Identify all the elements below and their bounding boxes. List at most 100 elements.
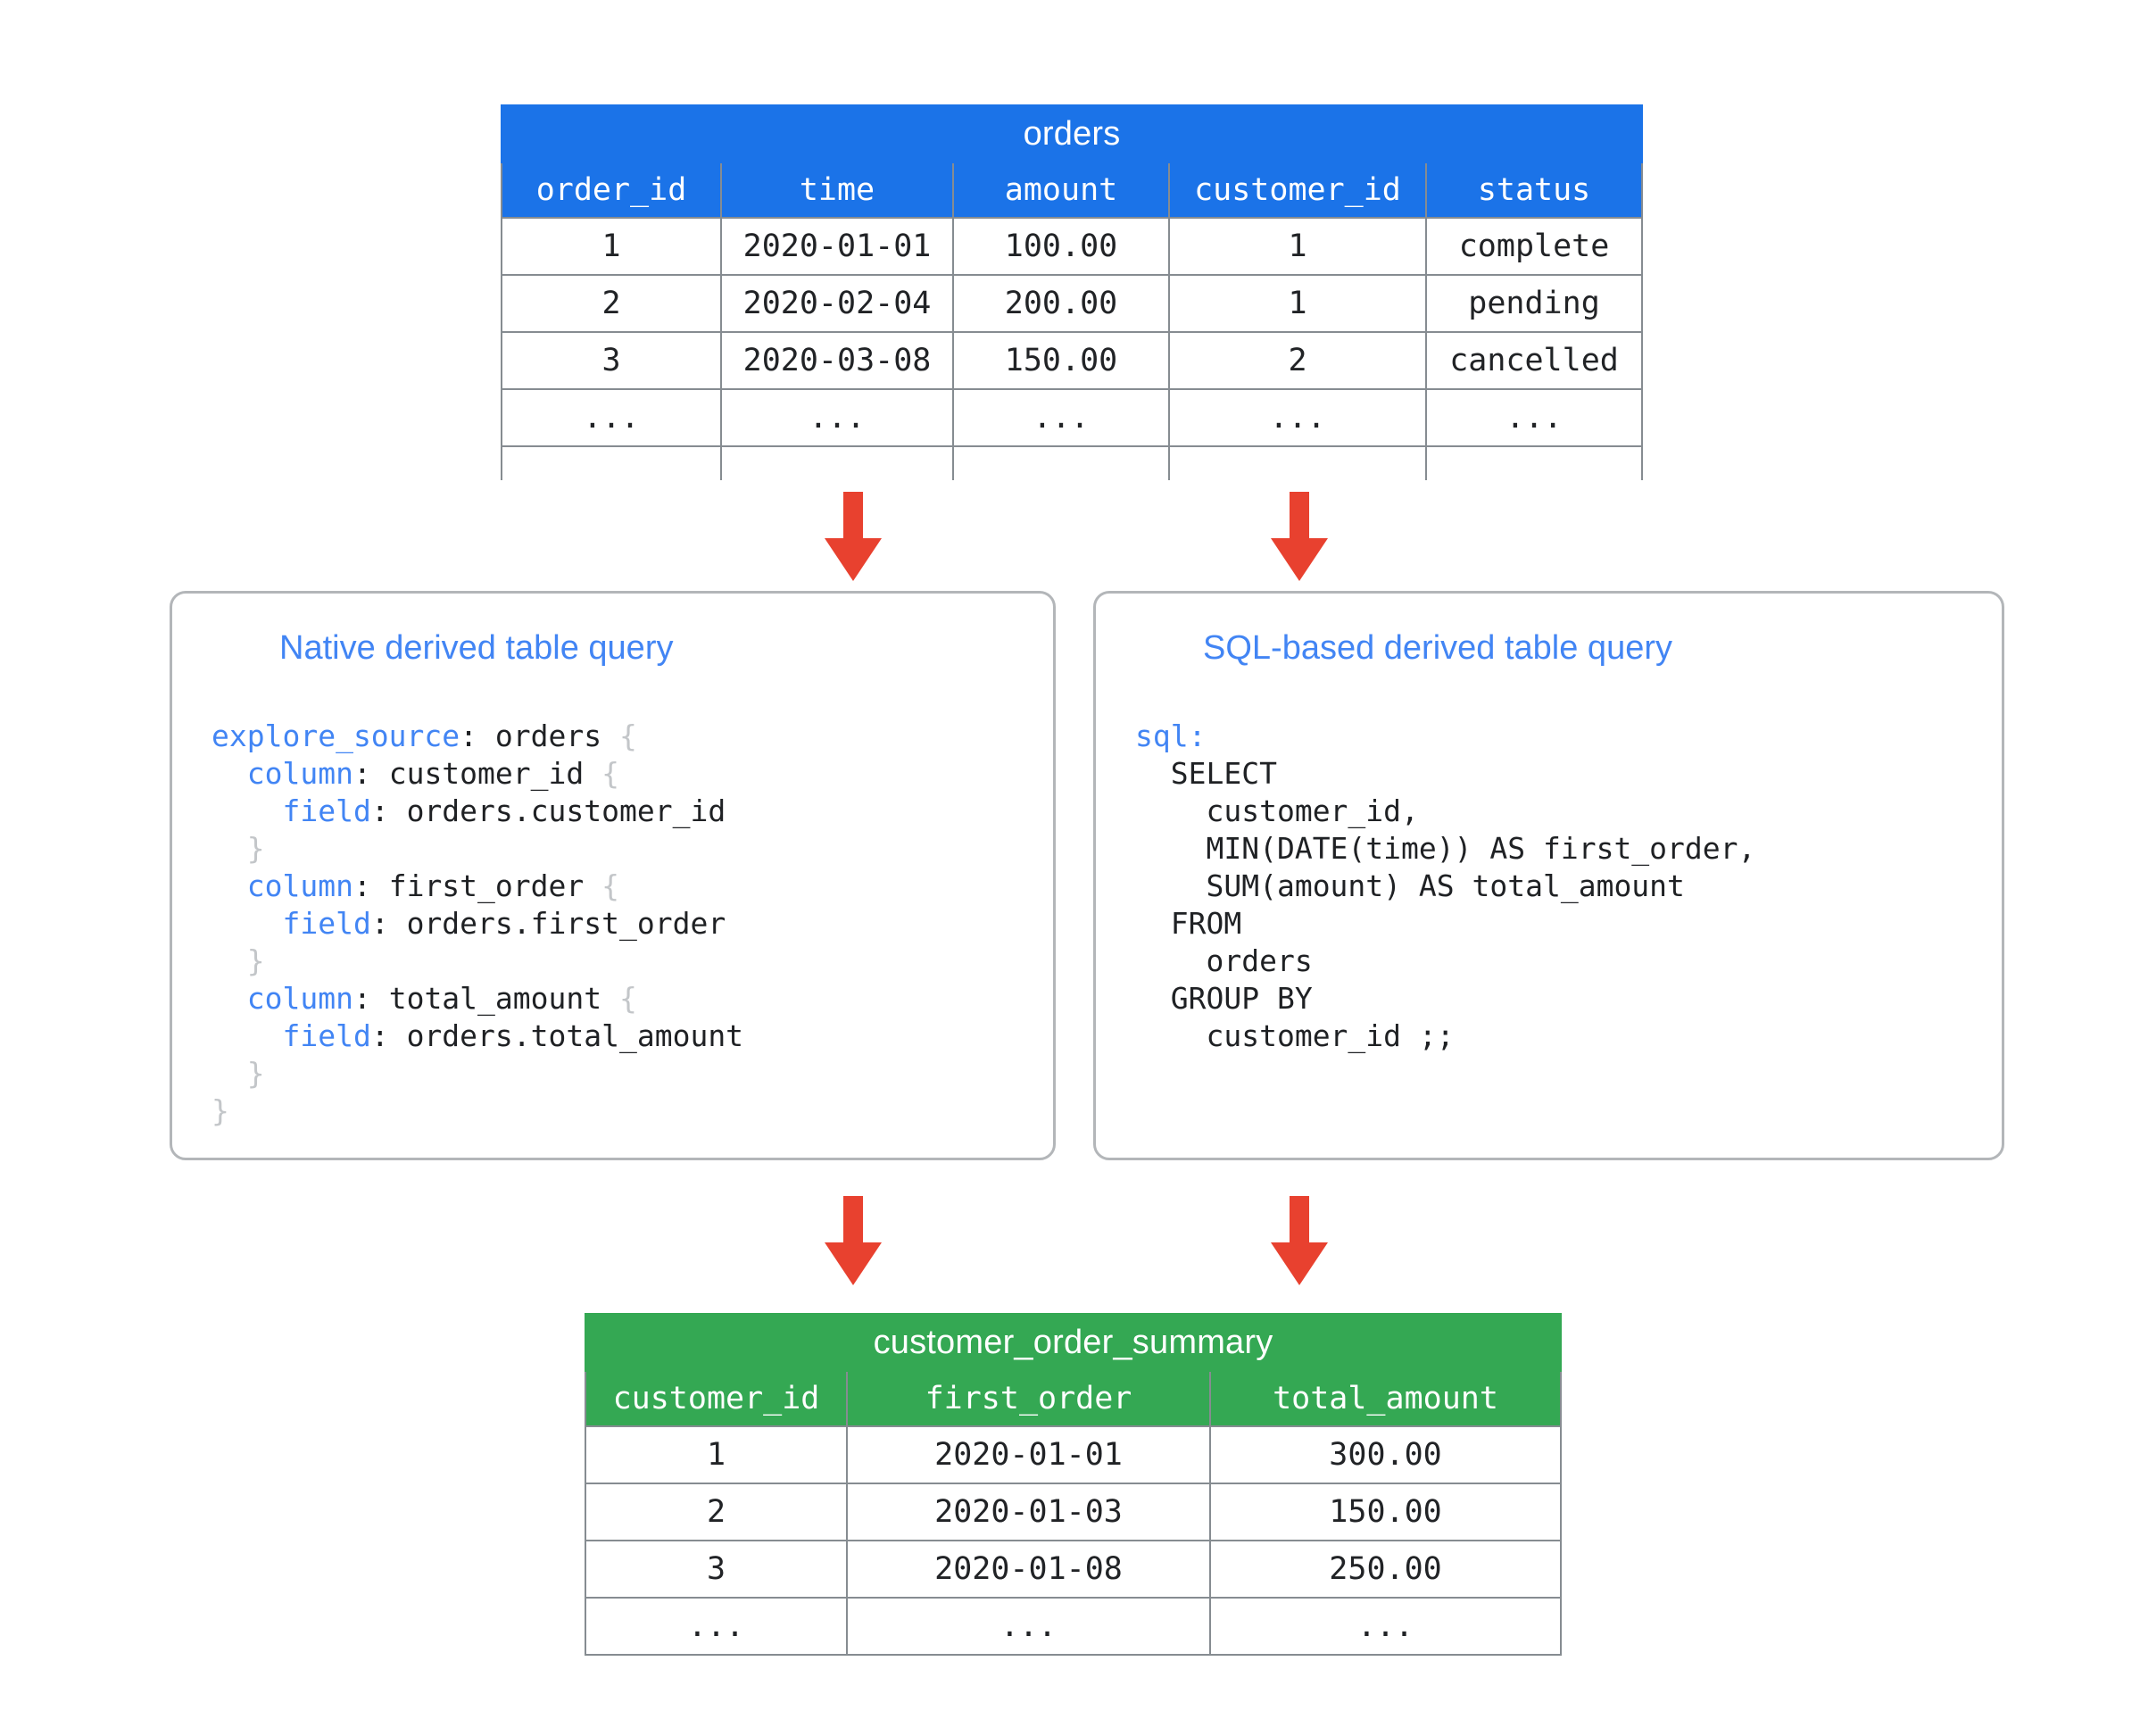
code-text: SELECT bbox=[1170, 756, 1277, 791]
code-brace: } bbox=[246, 943, 265, 978]
column-header-order_id: order_id bbox=[501, 162, 722, 219]
code-keyword: explore_source bbox=[212, 718, 460, 753]
code-line: } bbox=[212, 1093, 229, 1128]
arrow-shaft bbox=[843, 492, 863, 538]
table-cell: cancelled bbox=[1424, 331, 1644, 390]
table-cell: 1 bbox=[1168, 217, 1427, 276]
code-text: : orders.total_amount bbox=[370, 1018, 744, 1053]
table-cell: 1 bbox=[585, 1425, 848, 1484]
table-cell: 150.00 bbox=[952, 331, 1170, 390]
code-text: GROUP BY bbox=[1170, 981, 1313, 1016]
code-text: customer_id ;; bbox=[1206, 1018, 1455, 1053]
code-line: orders bbox=[1135, 943, 1312, 978]
table-cell: 1 bbox=[501, 217, 722, 276]
table-cell: 2020-01-01 bbox=[720, 217, 954, 276]
code-keyword: column bbox=[246, 868, 353, 903]
code-text: MIN(DATE(time)) AS first_order, bbox=[1206, 831, 1756, 866]
code-brace: } bbox=[246, 1056, 265, 1091]
code-text: : orders bbox=[460, 718, 619, 753]
arrow-head bbox=[825, 1242, 882, 1285]
table-cell bbox=[720, 445, 954, 480]
table-cell: 2020-01-01 bbox=[846, 1425, 1211, 1484]
arrow-native-to-summary bbox=[825, 1196, 882, 1285]
code-text: SUM(amount) AS total_amount bbox=[1206, 868, 1685, 903]
column-header-total_amount: total_amount bbox=[1208, 1370, 1563, 1427]
table-cell: complete bbox=[1424, 217, 1644, 276]
table-cell: 2020-01-03 bbox=[846, 1483, 1211, 1541]
summary-title: customer_order_summary bbox=[584, 1313, 1563, 1372]
table-cell bbox=[952, 445, 1170, 480]
code-brace: { bbox=[618, 718, 637, 753]
code-line: SUM(amount) AS total_amount bbox=[1135, 868, 1685, 903]
table-cell: 2020-01-08 bbox=[846, 1540, 1211, 1599]
orders-title: orders bbox=[500, 104, 1644, 163]
table-cell: 250.00 bbox=[1208, 1540, 1563, 1599]
column-header-customer_id: customer_id bbox=[1168, 162, 1427, 219]
arrow-orders-to-sql bbox=[1271, 492, 1328, 581]
table-cell: ... bbox=[846, 1597, 1211, 1656]
code-line: field: orders.customer_id bbox=[212, 793, 726, 828]
table-cell: 300.00 bbox=[1208, 1425, 1563, 1484]
code-line: customer_id, bbox=[1135, 793, 1418, 828]
sql-derived-table-card: SQL-based derived table query sql: SELEC… bbox=[1093, 591, 2004, 1160]
sql-code-block: sql: SELECT customer_id, MIN(DATE(time))… bbox=[1135, 718, 1962, 1055]
code-keyword: column bbox=[246, 756, 353, 791]
code-keyword: column bbox=[246, 981, 353, 1016]
table-cell: 100.00 bbox=[952, 217, 1170, 276]
code-text: : total_amount bbox=[353, 981, 619, 1016]
table-cell bbox=[501, 445, 722, 480]
column-header-customer_id: customer_id bbox=[585, 1370, 848, 1427]
table-cell: 150.00 bbox=[1208, 1483, 1563, 1541]
table-cell: ... bbox=[1424, 388, 1644, 447]
table-cell: 3 bbox=[501, 331, 722, 390]
table-cell: 2020-02-04 bbox=[720, 274, 954, 333]
code-line: } bbox=[212, 943, 265, 978]
code-line: field: orders.total_amount bbox=[212, 1018, 743, 1053]
code-line: explore_source: orders { bbox=[212, 718, 637, 753]
table-cell: ... bbox=[720, 388, 954, 447]
arrow-shaft bbox=[1290, 492, 1309, 538]
arrow-head bbox=[1271, 1242, 1328, 1285]
code-brace: } bbox=[212, 1093, 229, 1128]
table-cell: 2 bbox=[1168, 331, 1427, 390]
table-cell: 2 bbox=[585, 1483, 848, 1541]
code-text: : orders.customer_id bbox=[370, 793, 726, 828]
orders-title-row: orders bbox=[500, 104, 1644, 163]
code-line: } bbox=[212, 1056, 265, 1091]
table-cell: ... bbox=[1168, 388, 1427, 447]
arrow-head bbox=[825, 538, 882, 581]
code-line: GROUP BY bbox=[1135, 981, 1313, 1016]
table-row: ............... bbox=[501, 388, 1644, 447]
table-cell: ... bbox=[501, 388, 722, 447]
code-line: SELECT bbox=[1135, 756, 1277, 791]
code-keyword: field bbox=[282, 906, 371, 941]
table-cell: ... bbox=[952, 388, 1170, 447]
code-text: : orders.first_order bbox=[370, 906, 726, 941]
native-code-block: explore_source: orders { column: custome… bbox=[212, 718, 1014, 1130]
summary-title-row: customer_order_summary bbox=[584, 1313, 1563, 1372]
table-cell: 1 bbox=[1168, 274, 1427, 333]
table-cell: pending bbox=[1424, 274, 1644, 333]
arrow-shaft bbox=[1290, 1196, 1309, 1242]
arrow-sql-to-summary bbox=[1271, 1196, 1328, 1285]
code-brace: { bbox=[601, 868, 619, 903]
table-cell: ... bbox=[585, 1597, 848, 1656]
code-brace: { bbox=[601, 756, 619, 791]
arrow-shaft bbox=[843, 1196, 863, 1242]
code-line: FROM bbox=[1135, 906, 1241, 941]
arrow-head bbox=[1271, 538, 1328, 581]
code-line: field: orders.first_order bbox=[212, 906, 726, 941]
code-line: customer_id ;; bbox=[1135, 1018, 1455, 1053]
native-derived-table-card: Native derived table query explore_sourc… bbox=[170, 591, 1056, 1160]
table-cell bbox=[1168, 445, 1427, 480]
code-line: column: first_order { bbox=[212, 868, 619, 903]
code-line: sql: bbox=[1135, 718, 1206, 753]
